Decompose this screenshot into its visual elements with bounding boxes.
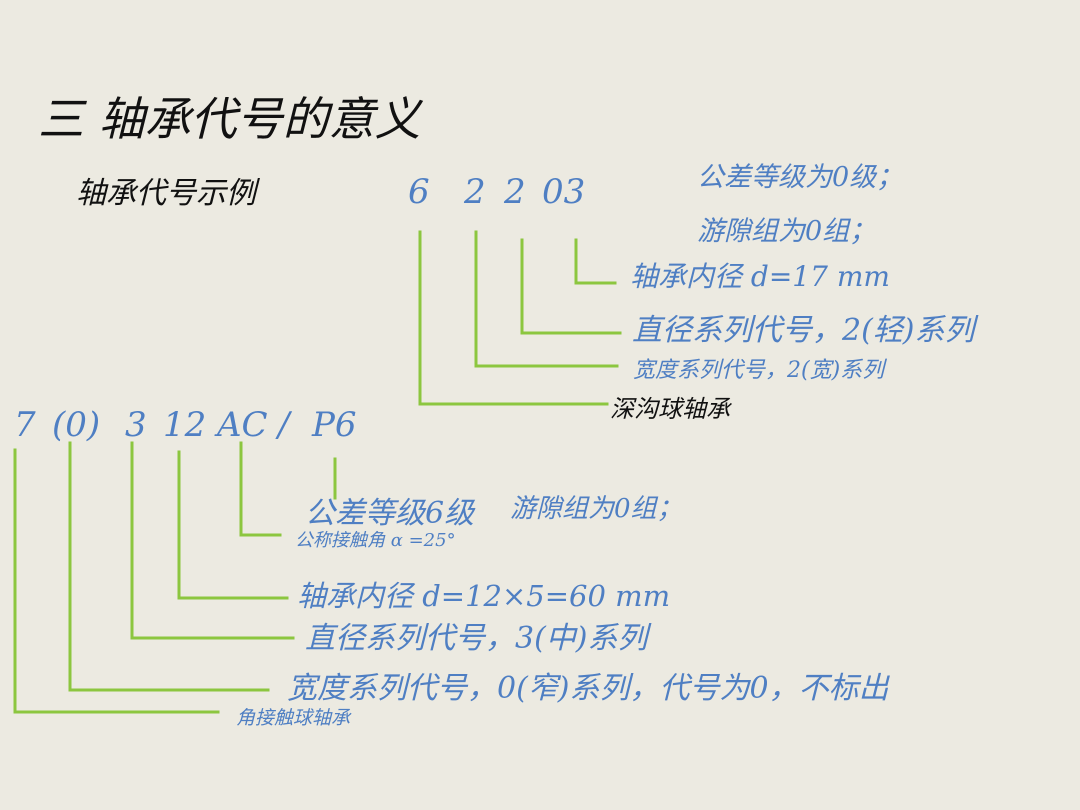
code1-bore: 03 — [542, 172, 586, 212]
leader-type-1 — [418, 230, 609, 406]
code1-width: 2 — [464, 172, 486, 212]
note1-width: 宽度系列代号，2(宽)系列 — [633, 358, 885, 383]
note2-width: 宽度系列代号，0(窄)系列，代号为0，不标出 — [287, 671, 889, 706]
leader-diameter-1 — [520, 238, 622, 335]
note2-clearance: 游隙组为0组； — [510, 494, 683, 524]
code2-diameter: 3 — [125, 405, 147, 445]
note1-clearance: 游隙组为0组； — [697, 216, 877, 247]
note1-tolerance: 公差等级为0级； — [697, 162, 904, 193]
note2-tolerance: 公差等级6级 — [305, 496, 475, 531]
code2-slash: / — [278, 405, 290, 445]
leader-width-2 — [68, 441, 270, 692]
code2-tolerance: P6 — [312, 405, 357, 445]
code2-angle: AC — [217, 405, 268, 445]
note1-type: 深沟球轴承 — [610, 395, 730, 423]
leader-bore-1 — [574, 238, 617, 285]
page-title: 三 轴承代号的意义 — [38, 92, 421, 146]
note2-bore: 轴承内径 d=12×5=60 mm — [297, 579, 671, 613]
note2-type: 角接触球轴承 — [236, 707, 351, 729]
code2-type: 7 — [14, 405, 36, 445]
example-subtitle: 轴承代号示例 — [76, 176, 256, 211]
leader-width-1 — [474, 230, 619, 368]
note1-diameter: 直径系列代号，2(轻)系列 — [632, 313, 975, 348]
code2-width: (0) — [52, 405, 101, 445]
code1-type: 6 — [408, 172, 430, 212]
code1-diameter: 2 — [504, 172, 526, 212]
leader-bore-2 — [177, 450, 289, 600]
leader-angle-2 — [239, 441, 282, 537]
code2-bore: 12 — [163, 405, 207, 445]
note2-diameter: 直径系列代号，3(中)系列 — [305, 621, 648, 656]
note2-angle: 公称接触角 α =25° — [295, 530, 456, 551]
leader-diameter-2 — [130, 441, 295, 640]
leader-type-2 — [13, 448, 220, 714]
note1-bore: 轴承内径 d=17 mm — [630, 260, 890, 293]
